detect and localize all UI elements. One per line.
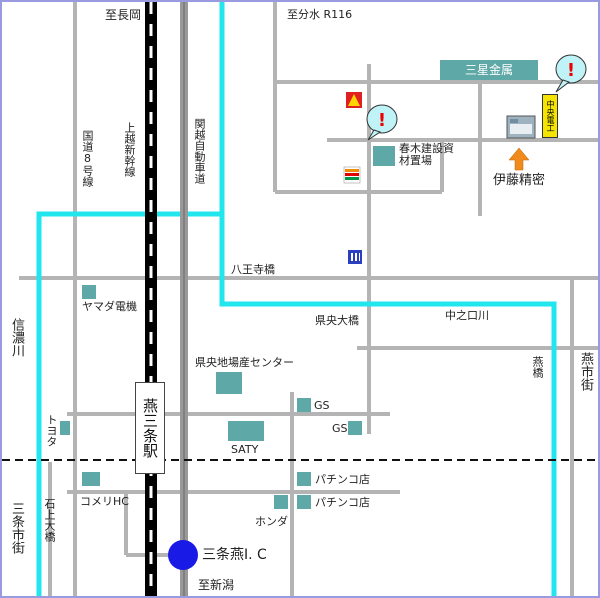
label-honda: ホンダ (255, 515, 288, 528)
factory-photo-icon (506, 115, 536, 139)
building-kenou-center (216, 372, 242, 394)
label-kokudo8: 国道8号線 (81, 130, 94, 187)
label-ic: 三条燕I. C (202, 547, 267, 563)
label-to-nagaoka: 至長岡 (105, 8, 142, 22)
building-saty (228, 421, 264, 441)
label-hachiojibashi: 八王寺橋 (231, 263, 275, 276)
label-nakanokuchi-river: 中之口川 (445, 309, 489, 322)
convenience-store-icon (343, 166, 361, 184)
ic-marker (168, 540, 198, 570)
alert-bubble-icon: ! (366, 104, 398, 141)
label-saty: SATY (231, 443, 259, 456)
river-nakanokuchi (219, 2, 557, 596)
label-komeri: コメリHC (80, 495, 129, 508)
rivers (36, 2, 557, 596)
building-komeri (82, 472, 100, 486)
label-pachinko2: パチンコ店 (315, 496, 370, 509)
building-yamada (82, 285, 96, 299)
building-gs1 (297, 398, 311, 412)
building-toyota (60, 421, 70, 435)
river-shinano (36, 211, 222, 596)
alert-bubble-icon: ! (555, 54, 587, 93)
building-pachinko2 (297, 495, 311, 509)
arrow-icon (508, 147, 530, 171)
shop-logo-icon (346, 92, 362, 108)
label-pachinko1: パチンコ店 (315, 473, 370, 486)
label-tsubame-city: 燕市街 (578, 352, 593, 391)
svg-text:!: ! (567, 60, 575, 81)
label-tsubame-bridge: 燕橋 (531, 356, 544, 378)
label-kenou-center: 県央地場産センター (195, 356, 294, 369)
label-gs1: GS (314, 399, 330, 412)
label-ito-seimitsu: 伊藤精密 (493, 173, 546, 188)
sansei-kinzoku-banner: 三星金属 (440, 60, 538, 80)
station-sign: 燕三条駅 (135, 382, 165, 474)
chuo-denko-sign: 中央電工 (542, 94, 558, 138)
label-to-niigata: 至新潟 (198, 578, 235, 592)
label-to-bunsui: 至分水 R116 (287, 8, 353, 21)
building-honda (274, 495, 288, 509)
building-gs2 (348, 421, 362, 435)
label-kanetsu-expressway: 関越自動車道 (193, 118, 206, 184)
label-yamada-denki: ヤマダ電機 (82, 300, 137, 313)
label-joetsu-shinkansen: 上越新幹線 (123, 122, 136, 177)
building-haruki (373, 146, 395, 166)
label-kenoohashi: 県央大橋 (315, 314, 359, 327)
roads (19, 2, 598, 596)
label-toyota: トヨタ (45, 414, 58, 447)
building-pachinko1 (297, 472, 311, 486)
label-shinano-river: 信濃川 (9, 318, 24, 357)
label-ishigami-bridge: 石上大橋 (43, 498, 56, 542)
svg-text:!: ! (378, 110, 386, 131)
label-gs2: GS (332, 422, 348, 435)
label-haruki-kensetsu: 春木建設資材置場 (399, 142, 454, 167)
bank-icon (348, 250, 362, 264)
label-sanjo-city: 三条市街 (9, 502, 24, 554)
